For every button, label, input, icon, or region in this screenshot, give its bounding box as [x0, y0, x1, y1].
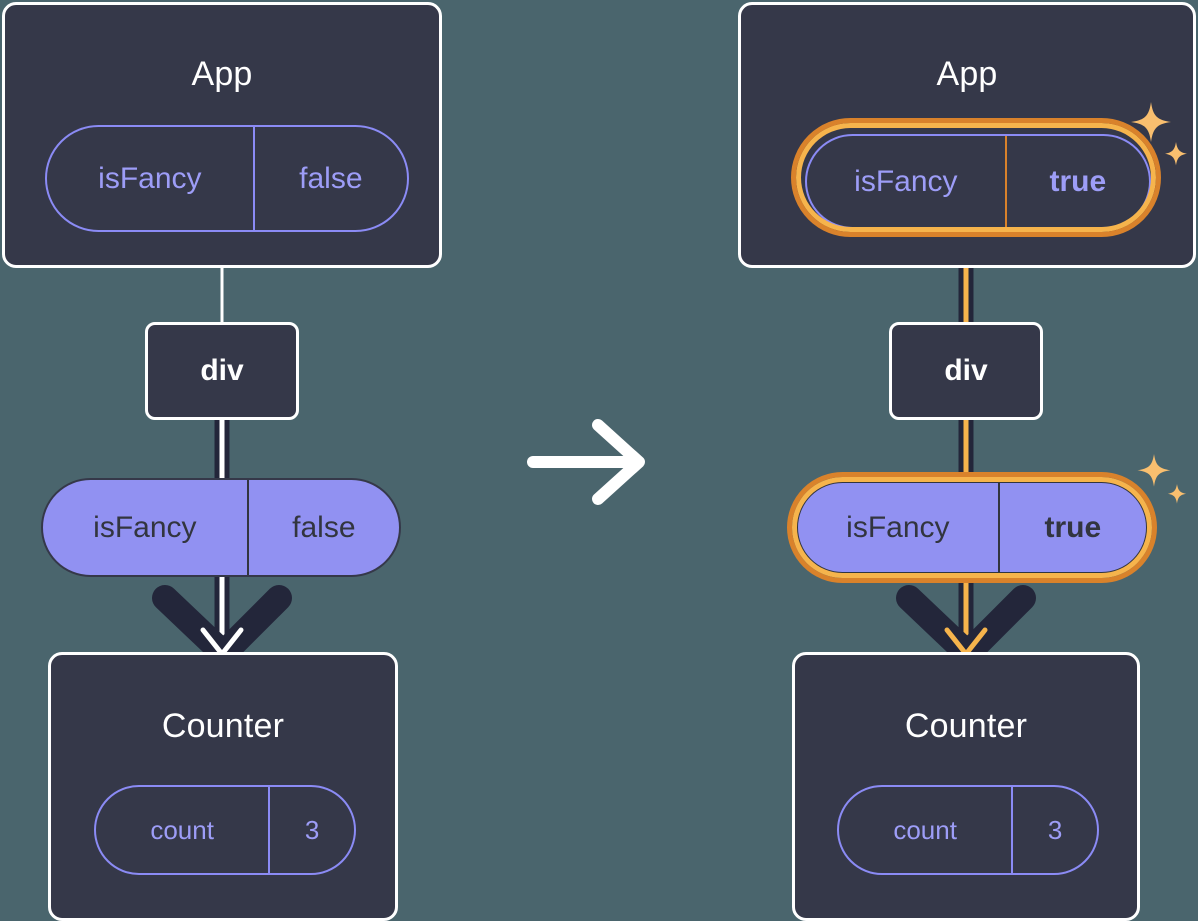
state-value-before: false: [252, 127, 407, 230]
prop-pill-before: isFancy false: [41, 478, 401, 577]
prop-value-before: false: [246, 480, 399, 575]
state-key-before: isFancy: [98, 161, 202, 195]
app-state-pill-before: isFancy false: [45, 125, 409, 232]
arrow-right-icon: [527, 419, 645, 505]
sparkles-prop-after: [1137, 454, 1187, 504]
prop-pill-after: isFancy true: [796, 481, 1148, 574]
counter-state-pill-before: count 3: [94, 785, 356, 875]
prop-key-after: isFancy: [846, 510, 950, 544]
div-node-label-before: div: [200, 354, 244, 387]
app-card-before: App isFancy false: [2, 2, 442, 268]
sparkle-large-icon: [1131, 102, 1171, 142]
sparkle-small-icon: [1165, 142, 1187, 166]
sparkles-app-after: [1131, 102, 1187, 166]
counter-card-title-after: Counter: [904, 707, 1028, 745]
counter-card-title-before: Counter: [161, 707, 285, 745]
app-card-title-after: App: [936, 55, 998, 93]
div-node-before: div: [145, 322, 299, 420]
div-node-label-after: div: [944, 354, 988, 387]
app-state-pill-after: isFancy true: [805, 134, 1151, 229]
counter-card-after: Counter count 3: [792, 652, 1140, 921]
div-node-after: div: [889, 322, 1043, 420]
counter-card-before: Counter count 3: [48, 652, 398, 921]
sparkle-large-icon: [1137, 454, 1171, 487]
counter-key-after: count: [893, 814, 957, 845]
app-card-after: App isFancy true: [738, 2, 1196, 268]
state-key-after: isFancy: [854, 164, 958, 198]
state-value-after: true: [1004, 136, 1149, 227]
prop-key-before: isFancy: [93, 510, 197, 544]
prop-value-after: true: [997, 483, 1146, 572]
app-card-title-before: App: [191, 55, 253, 93]
counter-state-pill-after: count 3: [837, 785, 1099, 875]
sparkle-small-icon: [1167, 484, 1187, 504]
counter-value-before: 3: [268, 787, 354, 873]
counter-value-after: 3: [1011, 787, 1097, 873]
counter-key-before: count: [150, 814, 214, 845]
